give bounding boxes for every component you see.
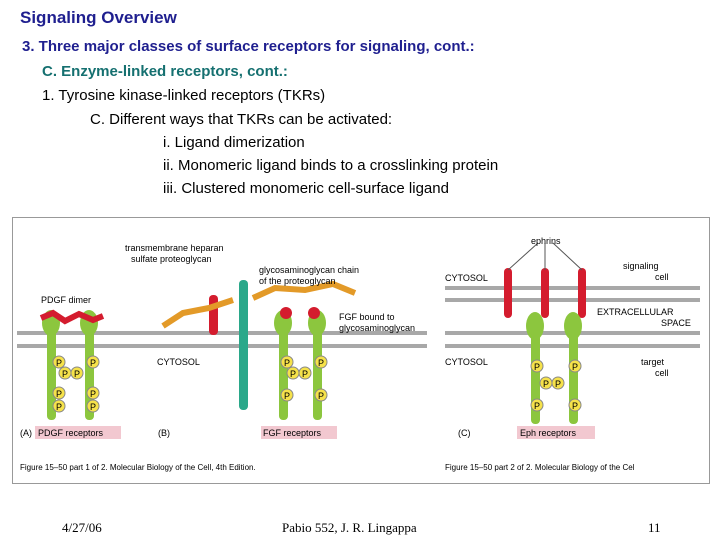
target-cell-label: target: [641, 357, 665, 367]
panel-b-label: FGF receptors: [263, 428, 322, 438]
caption-right: Figure 15–50 part 2 of 2. Molecular Biol…: [445, 463, 635, 472]
footer-page-number: 11: [648, 520, 661, 535]
signaling-cell-label-2: cell: [655, 272, 669, 282]
extracellular-label: EXTRACELLULAR: [597, 307, 674, 317]
svg-text:P: P: [318, 358, 324, 368]
svg-text:P: P: [56, 402, 62, 412]
slide-title: Signaling Overview: [20, 8, 177, 27]
svg-text:P: P: [318, 391, 324, 401]
outline-line-1: 1. Tyrosine kinase-linked receptors (TKR…: [42, 87, 326, 104]
svg-text:P: P: [90, 402, 96, 412]
svg-text:P: P: [572, 362, 578, 372]
svg-text:P: P: [534, 401, 540, 411]
outline-line-3: 3. Three major classes of surface recept…: [22, 38, 475, 55]
extracellular-label-2: SPACE: [661, 318, 691, 328]
fgf-phospho-sites: P P P P P P: [280, 355, 328, 402]
outline-line-iii: iii. Clustered monomeric cell-surface li…: [163, 180, 449, 197]
signaling-cell-label: signaling: [623, 261, 659, 271]
gag-label-2: of the proteoglycan: [259, 276, 336, 286]
cytosol-b-label: CYTOSOL: [157, 357, 200, 367]
outline-line-c-sub: C. Different ways that TKRs can be activ…: [90, 111, 393, 128]
footer-date: 4/27/06: [62, 520, 102, 535]
svg-text:P: P: [534, 362, 540, 372]
svg-text:P: P: [284, 358, 290, 368]
target-cell-label-2: cell: [655, 368, 669, 378]
svg-text:P: P: [555, 379, 561, 389]
svg-text:P: P: [302, 369, 308, 379]
pdgf-dimer-label: PDGF dimer: [41, 295, 91, 305]
panel-a-letter: (A): [20, 428, 32, 438]
heparan-proteoglycan: [161, 280, 357, 410]
outline-line-i: i. Ligand dimerization: [163, 134, 305, 151]
panel-c-label: Eph receptors: [520, 428, 577, 438]
svg-text:P: P: [572, 401, 578, 411]
heparan-label-2: sulfate proteoglycan: [131, 254, 212, 264]
cytosol-c-bottom-label: CYTOSOL: [445, 357, 488, 367]
outline-line-ii: ii. Monomeric ligand binds to a crosslin…: [163, 157, 499, 174]
svg-text:P: P: [90, 389, 96, 399]
svg-text:P: P: [290, 369, 296, 379]
svg-text:P: P: [74, 369, 80, 379]
svg-text:P: P: [543, 379, 549, 389]
fgf-label-2: glycosaminoglycan: [339, 323, 415, 333]
svg-text:P: P: [90, 358, 96, 368]
panel-a-label: PDGF receptors: [38, 428, 104, 438]
cytosol-c-top-label: CYTOSOL: [445, 273, 488, 283]
svg-text:P: P: [56, 389, 62, 399]
pdgf-phospho-sites: P P P P P P P P: [52, 355, 100, 413]
gag-label: glycosaminoglycan chain: [259, 265, 359, 275]
svg-text:P: P: [62, 369, 68, 379]
svg-text:P: P: [56, 358, 62, 368]
ephrin-ligands: [504, 242, 586, 318]
fgf-label: FGF bound to: [339, 312, 395, 322]
panel-c-letter: (C): [458, 428, 471, 438]
outline-line-c: C. Enzyme-linked receptors, cont.:: [42, 63, 288, 80]
heparan-label: transmembrane heparan: [125, 243, 224, 253]
eph-phospho-sites: P P P P P P: [530, 359, 582, 412]
receptor-figure: P P P P P P P P PDGF dimer (A) PDGF rece…: [12, 217, 710, 484]
footer-course: Pabio 552, J. R. Lingappa: [282, 520, 417, 535]
svg-text:P: P: [284, 391, 290, 401]
panel-b-letter: (B): [158, 428, 170, 438]
caption-left: Figure 15–50 part 1 of 2. Molecular Biol…: [20, 463, 256, 472]
ephrins-label: ephrins: [531, 236, 561, 246]
